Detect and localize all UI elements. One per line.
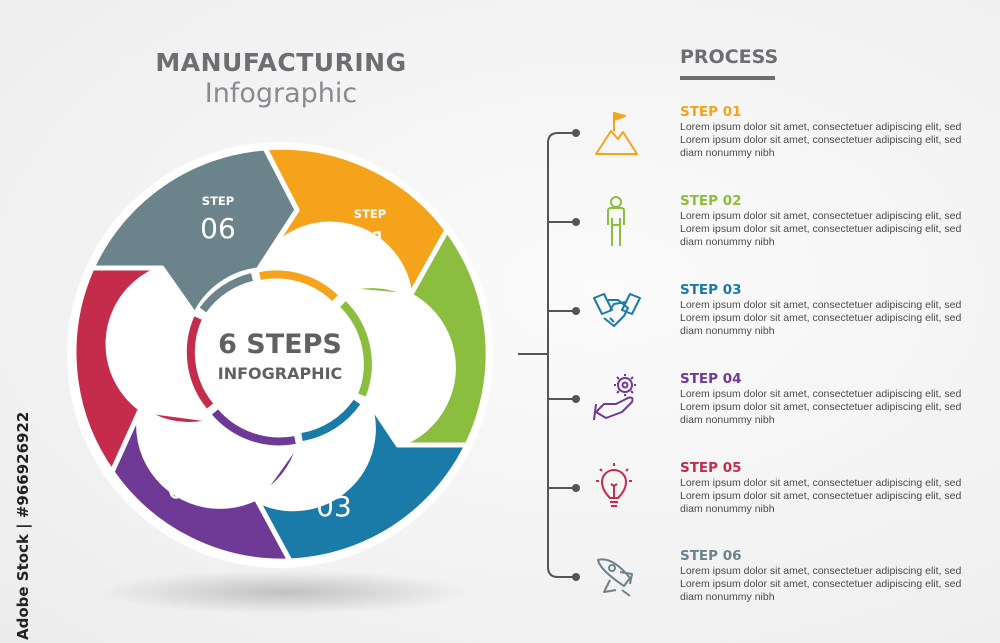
- step-heading-01: STEP 01: [680, 104, 742, 120]
- connector-dot-step-01: [572, 129, 580, 137]
- rocket-icon: [597, 558, 633, 597]
- step-heading-05: STEP 05: [680, 460, 742, 476]
- title-main: MANUFACTURING: [155, 48, 407, 77]
- step-description-line: diam nonummy nibh: [680, 236, 775, 248]
- step-description-line: diam nonummy nibh: [680, 325, 775, 337]
- center-subtitle: INFOGRAPHIC: [218, 364, 343, 383]
- center-circle: [204, 282, 356, 434]
- step-description-line: Lorem ipsum dolor sit amet, consectetuer…: [680, 223, 962, 235]
- step-description-line: Lorem ipsum dolor sit amet, consectetuer…: [680, 401, 962, 413]
- segment-label-step-02: STEP: [420, 349, 452, 363]
- segment-step-06: [89, 145, 300, 318]
- step-description-04: Lorem ipsum dolor sit amet, consectetuer…: [680, 388, 980, 427]
- step-description-line: Lorem ipsum dolor sit amet, consectetuer…: [680, 210, 962, 222]
- segment-step-03: [254, 397, 470, 564]
- connector-dot-step-03: [572, 307, 580, 315]
- process-title: PROCESS: [680, 46, 779, 68]
- lightbulb-icon: [596, 463, 632, 507]
- segment-label-step-01: STEP: [354, 207, 386, 221]
- inner-ring: [186, 270, 372, 446]
- inner-arc-step-05: [186, 316, 214, 409]
- step-heading-06: STEP 06: [680, 548, 742, 564]
- step-description-line: Lorem ipsum dolor sit amet, consectetuer…: [680, 121, 962, 133]
- step-description-line: Lorem ipsum dolor sit amet, consectetuer…: [680, 565, 962, 577]
- step-description-line: Lorem ipsum dolor sit amet, consectetuer…: [680, 134, 962, 146]
- mountain-flag-icon: [595, 112, 638, 155]
- segment-label-step-06: STEP: [202, 194, 234, 208]
- step-description-02: Lorem ipsum dolor sit amet, consectetuer…: [680, 210, 980, 249]
- process-title-underline: [680, 76, 775, 80]
- step-description-line: Lorem ipsum dolor sit amet, consectetuer…: [680, 578, 962, 590]
- segment-number-step-03: 03: [316, 490, 352, 523]
- step-description-line: Lorem ipsum dolor sit amet, consectetuer…: [680, 299, 962, 311]
- segment-number-step-02: 02: [418, 367, 454, 400]
- title-sub: Infographic: [204, 78, 358, 109]
- connector-dot-step-02: [572, 218, 580, 226]
- step-heading-04: STEP 04: [680, 371, 742, 387]
- segment-step-05: [71, 265, 218, 475]
- step-description-line: diam nonummy nibh: [680, 414, 775, 426]
- segment-label-step-05: STEP: [111, 317, 143, 331]
- segment-label-step-04: STEP: [169, 454, 201, 468]
- step-heading-02: STEP 02: [680, 193, 742, 209]
- step-description-line: diam nonummy nibh: [680, 591, 775, 603]
- step-description-03: Lorem ipsum dolor sit amet, consectetuer…: [680, 299, 980, 338]
- floor-shadow: [100, 570, 470, 614]
- step-description-line: Lorem ipsum dolor sit amet, consectetuer…: [680, 490, 962, 502]
- inner-arc-step-06: [199, 273, 254, 313]
- step-description-line: Lorem ipsum dolor sit amet, consectetuer…: [680, 312, 962, 324]
- step-heading-03: STEP 03: [680, 282, 742, 298]
- watermark-text: Adobe Stock | #966926922: [14, 412, 33, 640]
- step-description-05: Lorem ipsum dolor sit amet, consectetuer…: [680, 477, 980, 516]
- step-description-06: Lorem ipsum dolor sit amet, consectetuer…: [680, 565, 980, 604]
- segment-step-02: [342, 227, 491, 448]
- segment-number-step-06: 06: [200, 212, 236, 245]
- inner-arc-step-01: [259, 270, 338, 301]
- segment-label-step-03: STEP: [318, 472, 350, 486]
- inner-arc-step-03: [301, 399, 361, 441]
- step-description-01: Lorem ipsum dolor sit amet, consectetuer…: [680, 121, 980, 160]
- segment-step-04: [109, 407, 303, 564]
- gear-hand-icon: [593, 374, 636, 421]
- step-description-line: diam nonummy nibh: [680, 503, 775, 515]
- segment-step-01: [255, 144, 450, 299]
- step-description-line: Lorem ipsum dolor sit amet, consectetuer…: [680, 388, 962, 400]
- connector-dot-step-05: [572, 484, 580, 492]
- center-title: 6 STEPS: [218, 329, 342, 360]
- connector-dot-step-06: [572, 573, 580, 581]
- segment-number-step-04: 04: [167, 472, 203, 505]
- segment-number-step-05: 05: [109, 335, 145, 368]
- process-connector: [518, 132, 575, 578]
- inner-arc-step-02: [340, 301, 372, 397]
- connector-dot-step-04: [572, 395, 580, 403]
- handshake-icon: [593, 293, 641, 327]
- inner-arc-step-04: [211, 409, 296, 446]
- step-description-line: diam nonummy nibh: [680, 147, 775, 159]
- segment-number-step-01: 01: [352, 225, 388, 258]
- step-description-line: Lorem ipsum dolor sit amet, consectetuer…: [680, 477, 962, 489]
- person-icon: [607, 196, 625, 246]
